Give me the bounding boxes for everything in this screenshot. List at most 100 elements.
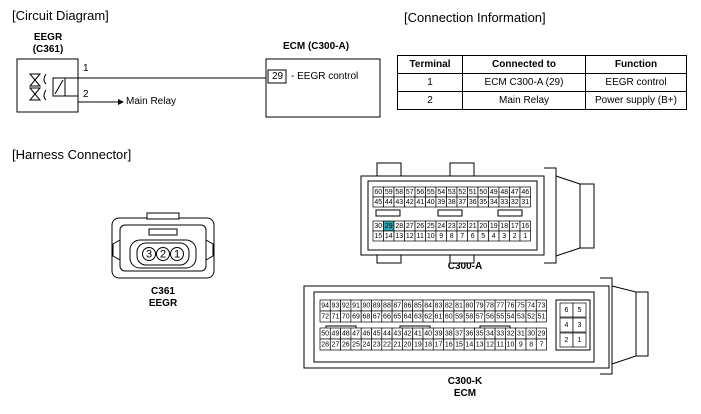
- pin-cell: 93: [329, 299, 341, 312]
- pin-cell: 29: [535, 327, 547, 340]
- pin-number: 81: [455, 303, 463, 310]
- pin-cell: 80: [463, 299, 475, 312]
- pin-cell: 48: [340, 327, 352, 340]
- ecm-pin-number: 29: [272, 71, 284, 82]
- pin-cell: 92: [340, 299, 352, 312]
- c361-label: (C361): [32, 44, 64, 55]
- ecm-title: ECM (C300-A): [282, 41, 350, 52]
- pin-number: 38: [445, 331, 453, 338]
- pin-number: 6: [471, 233, 475, 240]
- pin-number: 45: [374, 199, 382, 206]
- pin-cell: 4: [488, 230, 500, 242]
- pin-cell: 75: [515, 299, 527, 312]
- pin-number: 33: [500, 199, 508, 206]
- pin-number: 61: [435, 314, 443, 321]
- pin-cell: 38: [446, 196, 458, 208]
- pin-cell: 34: [484, 327, 496, 340]
- pin-cell: 41: [412, 327, 424, 340]
- pin-cell: 32: [509, 196, 521, 208]
- pin-number: 42: [404, 331, 412, 338]
- pin-cell: 31: [519, 196, 531, 208]
- pin-number: 38: [448, 199, 456, 206]
- pin-number: 32: [507, 331, 515, 338]
- pin-cell: 42: [404, 196, 416, 208]
- pin-cell: 12: [484, 338, 496, 351]
- pin-cell: 35: [477, 196, 489, 208]
- pin-cell: 48: [498, 186, 510, 198]
- pin-cell: 27: [404, 220, 416, 232]
- pin-cell: 25: [350, 338, 362, 351]
- pin-cell: 42: [402, 327, 414, 340]
- pin-cell: 5: [572, 302, 587, 318]
- pin-cell: 49: [488, 186, 500, 198]
- pin-number: 23: [448, 223, 456, 230]
- pin-number: 66: [383, 314, 391, 321]
- pin-number: 78: [486, 303, 494, 310]
- pin-cell: 58: [463, 310, 475, 323]
- pin-cell: 90: [360, 299, 372, 312]
- pin-number: 2: [513, 233, 517, 240]
- pin-cell: 37: [456, 196, 468, 208]
- pin-cell: 49: [329, 327, 341, 340]
- pin-number: 63: [414, 314, 422, 321]
- wire-main-relay: [77, 96, 118, 103]
- pin-number: 29: [538, 331, 546, 338]
- pin-cell: 45: [371, 327, 383, 340]
- table-cell: Main Relay: [462, 91, 586, 110]
- pin-cell: 14: [463, 338, 475, 351]
- pin-number: 21: [393, 342, 401, 349]
- pin-cell: 33: [498, 196, 510, 208]
- pin-number: 43: [393, 331, 401, 338]
- pin-number: 47: [511, 189, 519, 196]
- pin-cell: 68: [360, 310, 372, 323]
- pin-number: 7: [539, 342, 543, 349]
- pin-cell: 67: [371, 310, 383, 323]
- pin-number: 57: [476, 314, 484, 321]
- pin-number: 30: [374, 223, 382, 230]
- pin-cell: 56: [484, 310, 496, 323]
- pin-number: 17: [511, 223, 519, 230]
- pin-number: 41: [416, 199, 424, 206]
- pin-cell: 26: [414, 220, 426, 232]
- pin-cell: 30: [525, 327, 537, 340]
- pin-number: 68: [362, 314, 370, 321]
- pin-number: 27: [406, 223, 414, 230]
- pin-cell: 20: [477, 220, 489, 232]
- pin-cell: 23: [371, 338, 383, 351]
- pin-cell: 15: [453, 338, 465, 351]
- pin-cell: 13: [474, 338, 486, 351]
- pin-cell: 9: [435, 230, 447, 242]
- pin-cell: 51: [467, 186, 479, 198]
- pin-number: 39: [435, 331, 443, 338]
- pin-number: 1: [578, 337, 582, 344]
- pin-cell: 65: [391, 310, 403, 323]
- pin-cell: 22: [456, 220, 468, 232]
- pin-number: 20: [404, 342, 412, 349]
- pin-cell: 50: [319, 327, 331, 340]
- pin-cell: 61: [432, 310, 444, 323]
- pin-cell: 82: [443, 299, 455, 312]
- pin-cell: 86: [402, 299, 414, 312]
- pin-cell: 32: [505, 327, 517, 340]
- pin-cell: 26: [340, 338, 352, 351]
- pin-cell: 52: [525, 310, 537, 323]
- pin-number: 73: [538, 303, 546, 310]
- ecm-pin-label: - EEGR control: [291, 71, 359, 82]
- pin-number: 33: [496, 331, 504, 338]
- pin-cell: 29: [383, 220, 395, 232]
- pin-number: 43: [395, 199, 403, 206]
- pin-cell: 60: [372, 186, 384, 198]
- pin-cell: 56: [414, 186, 426, 198]
- c300a-connector-label: C300-A: [447, 261, 483, 272]
- pin-number: 5: [578, 307, 582, 314]
- pin-cell: 7: [456, 230, 468, 242]
- pin-cell: 88: [381, 299, 393, 312]
- ecm-connector-label: ECM: [453, 388, 477, 399]
- pin-cell: 57: [474, 310, 486, 323]
- pin-number: 47: [352, 331, 360, 338]
- pin-cell: 27: [329, 338, 341, 351]
- pin-cell: 5: [477, 230, 489, 242]
- c300k-connector-label: C300-K: [447, 376, 483, 387]
- pin-cell: 17: [432, 338, 444, 351]
- pin-cell: 34: [488, 196, 500, 208]
